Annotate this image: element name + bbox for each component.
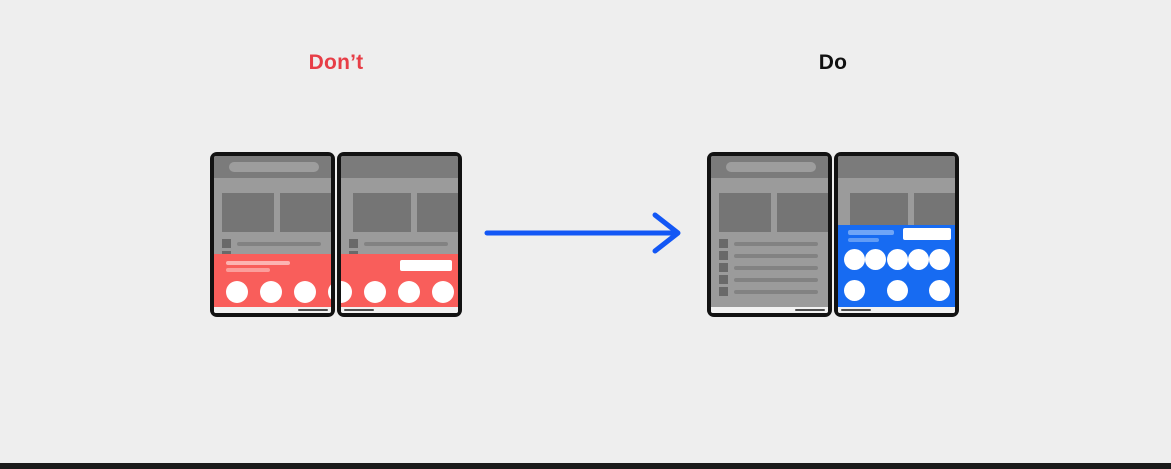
text-line <box>734 277 818 282</box>
bottom-edge-divider <box>0 463 1171 469</box>
list-item <box>719 275 818 284</box>
sheet-action-button <box>400 260 452 271</box>
avatar-row <box>341 281 454 303</box>
list-item-icon <box>349 239 358 248</box>
content-list <box>719 239 818 299</box>
system-bar <box>711 307 828 313</box>
list-item <box>719 239 818 248</box>
sheet-title-lines <box>848 230 894 245</box>
list-item <box>222 239 321 248</box>
avatar-circle <box>886 280 908 301</box>
device-frame <box>707 152 832 317</box>
list-item <box>719 251 818 260</box>
phone-screen-do-right <box>838 156 955 313</box>
list-item-icon <box>719 263 728 272</box>
image-card-row <box>222 193 331 232</box>
image-card <box>222 193 274 232</box>
image-card <box>353 193 411 232</box>
text-line <box>734 265 818 270</box>
list-item-icon <box>719 251 728 260</box>
avatar-circle <box>929 249 950 270</box>
avatar-grid <box>844 249 950 301</box>
dont-label: Don’t <box>308 51 364 74</box>
system-bar <box>341 307 458 313</box>
device-frame <box>337 152 462 317</box>
list-item <box>349 239 448 248</box>
app-top-bar <box>214 156 331 178</box>
dont-device-pair <box>210 152 462 317</box>
home-indicator <box>795 309 825 311</box>
home-indicator <box>841 309 871 311</box>
text-line <box>734 241 818 246</box>
avatar-circle <box>294 281 316 303</box>
system-bar <box>838 307 955 313</box>
text-line <box>237 241 321 246</box>
bottom-sheet-red-left <box>214 254 331 307</box>
sheet-title-line <box>848 230 894 235</box>
list-item-icon <box>222 239 231 248</box>
app-top-bar <box>838 156 955 178</box>
image-card <box>719 193 771 232</box>
avatar-circle <box>364 281 386 303</box>
phone-screen-dont-right <box>341 156 458 313</box>
avatar-circle <box>432 281 454 303</box>
avatar-row <box>226 281 331 303</box>
avatar-circle <box>865 249 887 270</box>
sheet-title-line <box>226 261 290 265</box>
avatar-circle <box>844 249 865 270</box>
app-top-bar <box>341 156 458 178</box>
system-bar <box>214 307 331 313</box>
arrow-right-icon <box>483 208 683 258</box>
image-card <box>280 193 331 232</box>
image-card <box>417 193 458 232</box>
sheet-action-button <box>903 228 951 240</box>
text-line <box>364 241 448 246</box>
avatar-circle <box>886 249 908 270</box>
image-card-row <box>719 193 828 232</box>
avatar-circle <box>398 281 420 303</box>
image-card <box>777 193 828 232</box>
list-item <box>719 287 818 296</box>
list-item-icon <box>719 239 728 248</box>
avatar-circle <box>844 280 865 301</box>
bottom-sheet-red-right <box>341 254 458 307</box>
app-top-bar <box>711 156 828 178</box>
text-line <box>734 253 818 258</box>
do-device-pair <box>707 152 959 317</box>
avatar-circle <box>260 281 282 303</box>
sheet-title-line <box>226 268 270 272</box>
device-frame <box>834 152 959 317</box>
avatar-circle <box>907 249 929 270</box>
phone-screen-do-left <box>711 156 828 313</box>
bottom-sheet-blue <box>838 225 955 307</box>
search-bar <box>229 162 319 172</box>
avatar-circle <box>929 280 950 301</box>
avatar-circle <box>341 281 352 303</box>
list-item-icon <box>719 275 728 284</box>
home-indicator <box>298 309 328 311</box>
search-bar <box>726 162 816 172</box>
sheet-title-line <box>848 238 879 242</box>
list-item-icon <box>719 287 728 296</box>
device-frame <box>210 152 335 317</box>
avatar-circle <box>328 281 331 303</box>
image-card-row <box>353 193 458 232</box>
text-line <box>734 289 818 294</box>
sheet-title-lines <box>226 261 290 275</box>
do-label: Do <box>818 51 848 74</box>
phone-screen-dont-left <box>214 156 331 313</box>
avatar-circle <box>226 281 248 303</box>
list-item <box>719 263 818 272</box>
home-indicator <box>344 309 374 311</box>
